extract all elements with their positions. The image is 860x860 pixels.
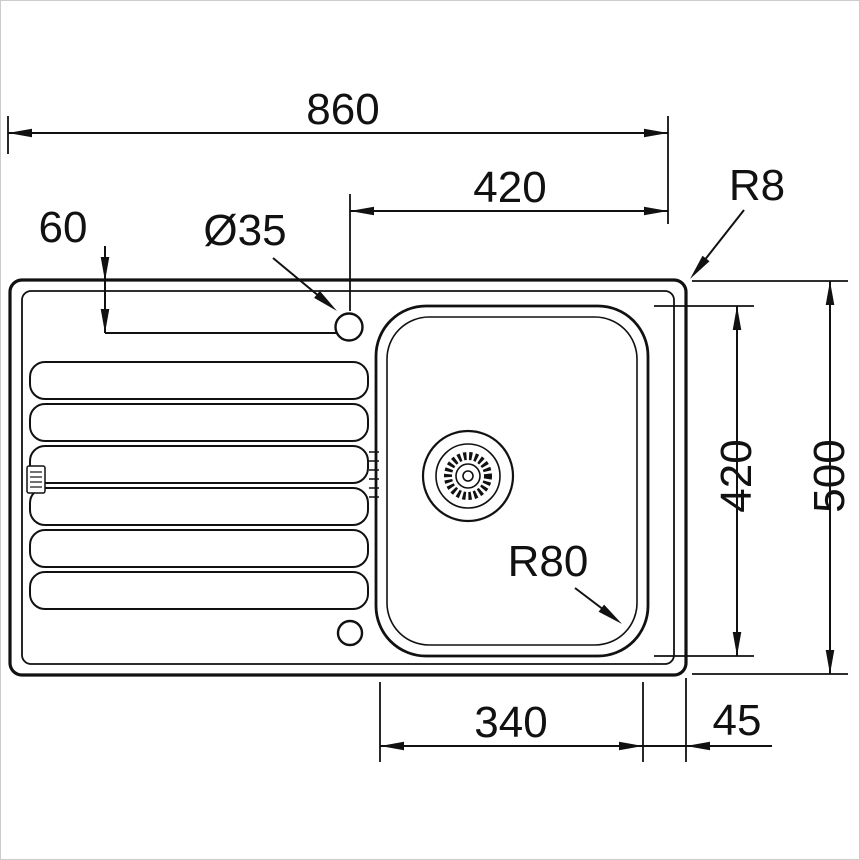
bowl-inner-outline — [386, 316, 638, 646]
dim-faucet-offset-y-label: 60 — [39, 203, 88, 252]
dim-corner-radius-label: R8 — [729, 161, 785, 210]
dim-bowl-corner-radius: R80 — [508, 537, 622, 624]
drain-middle-ring — [435, 443, 501, 509]
sink-bowl — [369, 304, 650, 658]
drain-inner-ring — [455, 463, 481, 489]
dim-right-offset: 45 — [643, 678, 772, 762]
drain-assembly — [421, 429, 515, 523]
dim-faucet-offset-x-label: 420 — [473, 163, 546, 212]
drain-strainer-ring — [444, 452, 492, 500]
dim-faucet-hole-diameter-label: Ø35 — [203, 206, 286, 255]
faucet-hole — [334, 312, 364, 342]
accessory-hole — [336, 619, 364, 647]
dim-right-offset-label: 45 — [713, 696, 762, 745]
drainboard — [26, 332, 369, 610]
dim-faucet-hole-diameter: Ø35 — [203, 206, 337, 311]
dim-overall-width-label: 860 — [306, 85, 379, 134]
dim-faucet-offset-x: 420 — [349, 163, 668, 311]
dim-overall-depth: 500 — [692, 280, 854, 675]
dim-bowl-width-label: 340 — [474, 698, 547, 747]
drainboard-rib — [29, 445, 369, 484]
drainboard-rib — [29, 487, 369, 526]
dim-faucet-offset-y: 60 — [39, 203, 110, 333]
drainboard-rib — [29, 571, 369, 610]
drain-center — [462, 470, 474, 482]
drainboard-rib — [29, 403, 369, 442]
dim-bowl-width: 340 — [379, 682, 644, 762]
drain-outer-ring — [421, 429, 515, 523]
dim-corner-radius: R8 — [690, 161, 785, 279]
level-marks — [369, 451, 379, 498]
dim-overall-width: 860 — [7, 85, 669, 224]
dim-bowl-corner-radius-label: R80 — [508, 537, 589, 586]
drainboard-rib — [29, 361, 369, 400]
dim-bowl-depth: 420 — [654, 305, 761, 657]
drainboard-rib — [29, 529, 369, 568]
sink-inner-outline — [21, 290, 675, 665]
overflow-icon — [26, 465, 46, 494]
